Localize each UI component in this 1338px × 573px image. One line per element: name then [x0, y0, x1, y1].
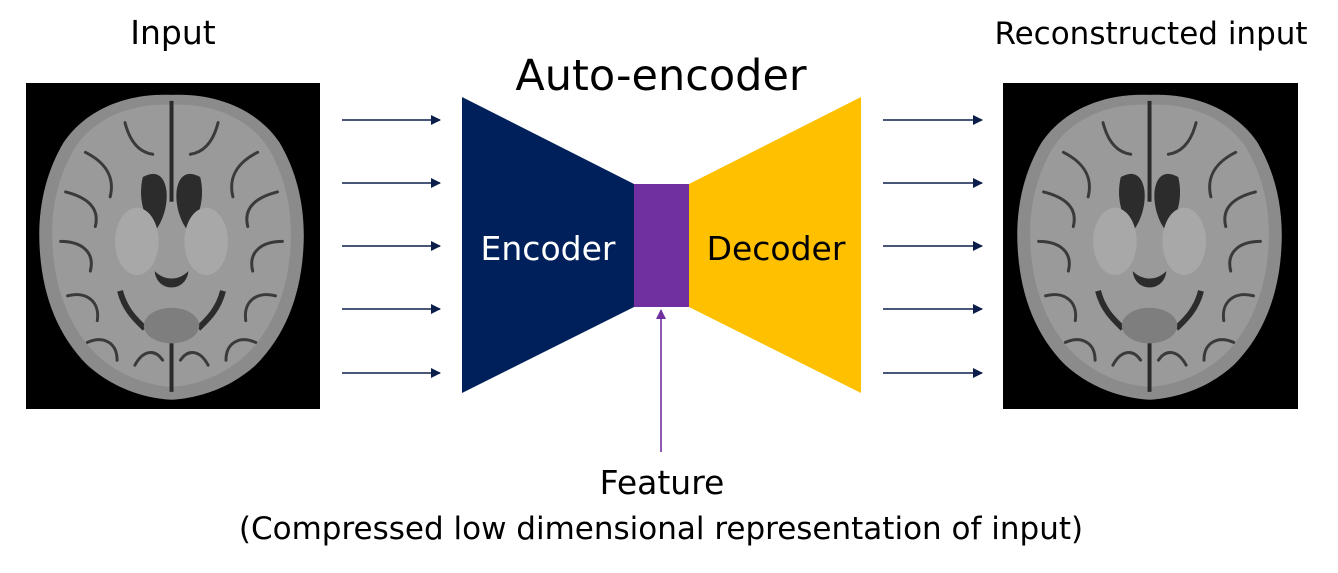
reconstructed-brain-image: [1003, 83, 1298, 409]
input-arrows: [342, 115, 441, 378]
decoder-label: Decoder: [707, 229, 846, 268]
encoder-block: [462, 97, 634, 393]
output-arrows: [883, 115, 983, 378]
feature-description: (Compressed low dimensional representati…: [239, 511, 1083, 547]
input-label: Input: [130, 13, 216, 52]
feature-label: Feature: [600, 463, 725, 502]
decoder-block: [689, 97, 861, 393]
feature-block: [634, 184, 689, 307]
diagram-title: Auto-encoder: [515, 51, 807, 101]
input-brain-image: [26, 83, 320, 409]
reconstructed-input-label: Reconstructed input: [994, 16, 1307, 52]
encoder-label: Encoder: [481, 229, 616, 268]
